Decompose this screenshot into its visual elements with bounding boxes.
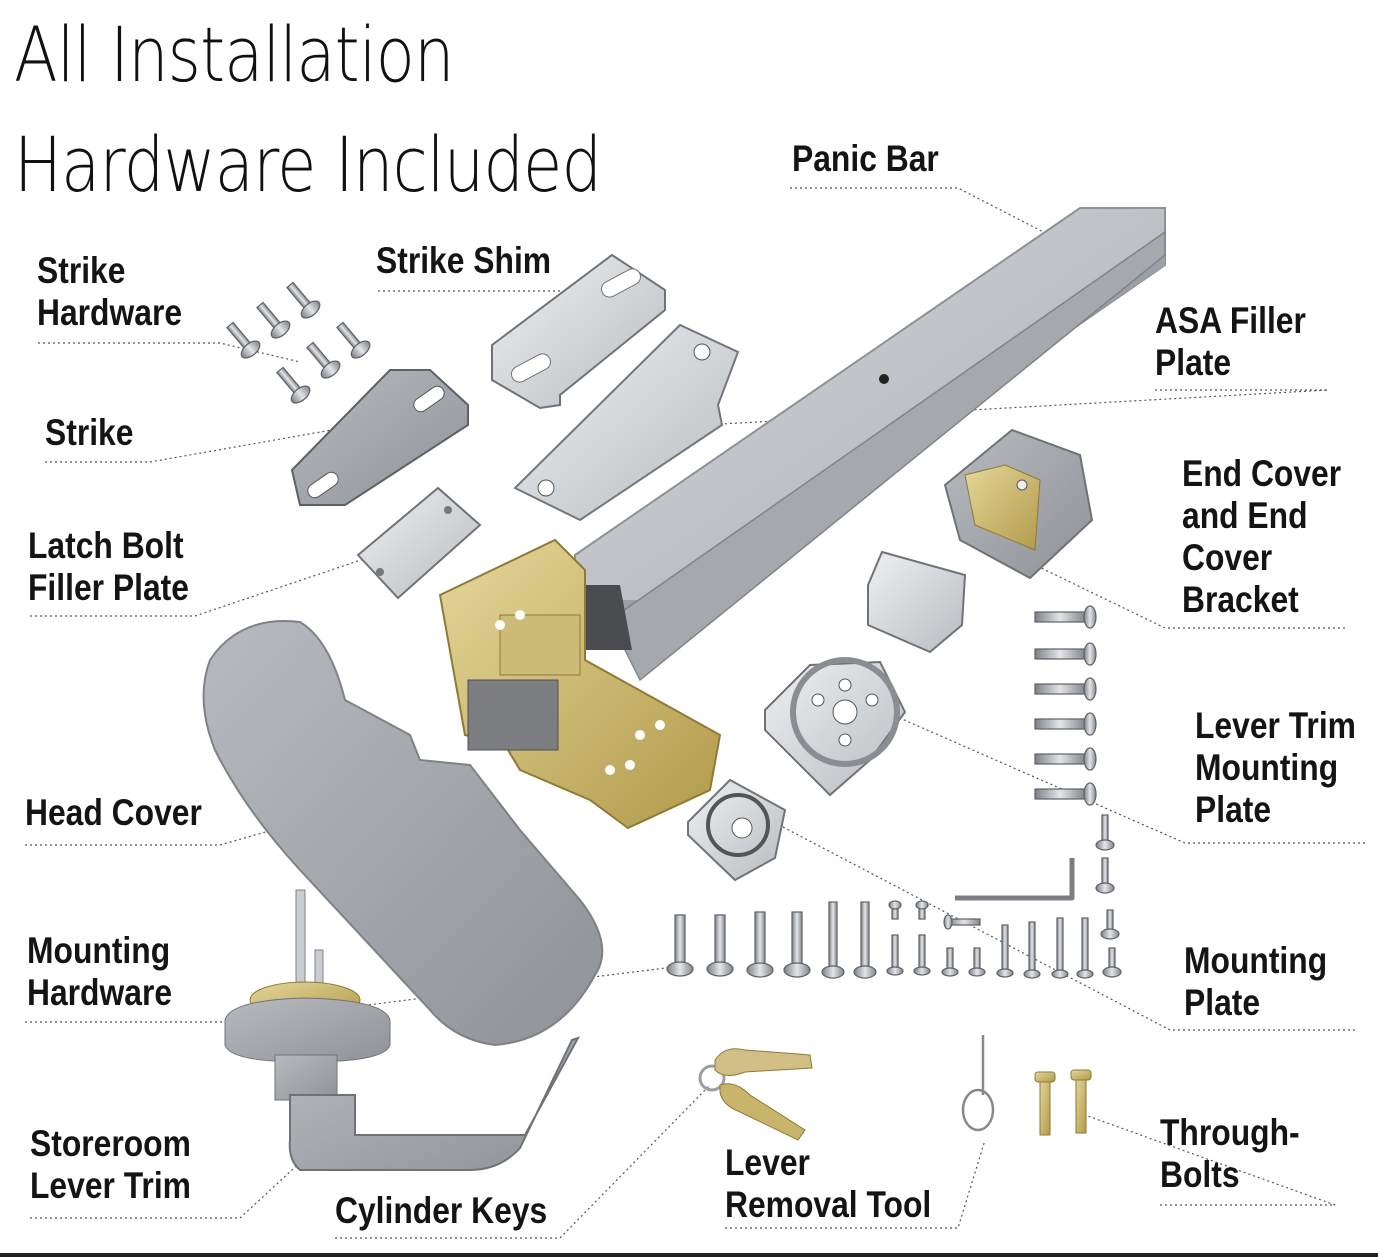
machine-screws: [1034, 605, 1122, 978]
through-bolts: [1034, 1069, 1092, 1136]
label-through-bolts: Through- Bolts: [1160, 1112, 1300, 1195]
head-cover: [202, 620, 604, 1047]
lever-removal-tool: [961, 1035, 995, 1132]
label-storeroom-lever-trim: Storeroom Lever Trim: [30, 1123, 191, 1206]
latch-bolt-filler-plate: [356, 486, 482, 600]
mounting-plate: [687, 778, 787, 882]
strike: [290, 369, 469, 506]
label-strike-shim: Strike Shim: [376, 240, 552, 281]
label-cylinder-keys: Cylinder Keys: [335, 1190, 548, 1231]
title-line-2: Hardware Included: [14, 120, 602, 209]
bottom-border: [0, 1253, 1378, 1257]
strike-hardware-screws: [226, 281, 371, 404]
page-title: All Installation Hardware Included: [14, 0, 602, 220]
storeroom-lever-trim: [224, 889, 581, 1171]
mounting-hardware-screws: [666, 900, 1094, 979]
panic-bar-mechanism: [438, 538, 722, 830]
strike-shim: [491, 253, 666, 410]
end-cover: [943, 428, 1094, 580]
cylinder-keys: [698, 1048, 813, 1141]
hex-wrench: [955, 858, 1075, 901]
label-lever-removal-tool: Lever Removal Tool: [725, 1142, 932, 1225]
label-head-cover: Head Cover: [25, 792, 202, 833]
label-lever-trim-mounting-plate: Lever Trim Mounting Plate: [1195, 705, 1356, 830]
label-mounting-plate: Mounting Plate: [1184, 940, 1328, 1023]
label-end-cover: End Cover and End Cover Bracket: [1182, 453, 1342, 620]
label-strike: Strike: [45, 412, 134, 453]
label-latch-bolt-filler-plate: Latch Bolt Filler Plate: [28, 525, 189, 608]
asa-filler-plate: [513, 323, 740, 522]
title-line-1: All Installation: [14, 10, 454, 99]
label-asa-filler-plate: ASA Filler Plate: [1155, 300, 1306, 383]
label-strike-hardware: Strike Hardware: [37, 250, 183, 333]
label-panic-bar: Panic Bar: [792, 138, 939, 179]
label-mounting-hardware: Mounting Hardware: [27, 930, 173, 1013]
lever-trim-mounting-plate: [764, 657, 907, 797]
end-cover-bracket: [867, 550, 967, 654]
